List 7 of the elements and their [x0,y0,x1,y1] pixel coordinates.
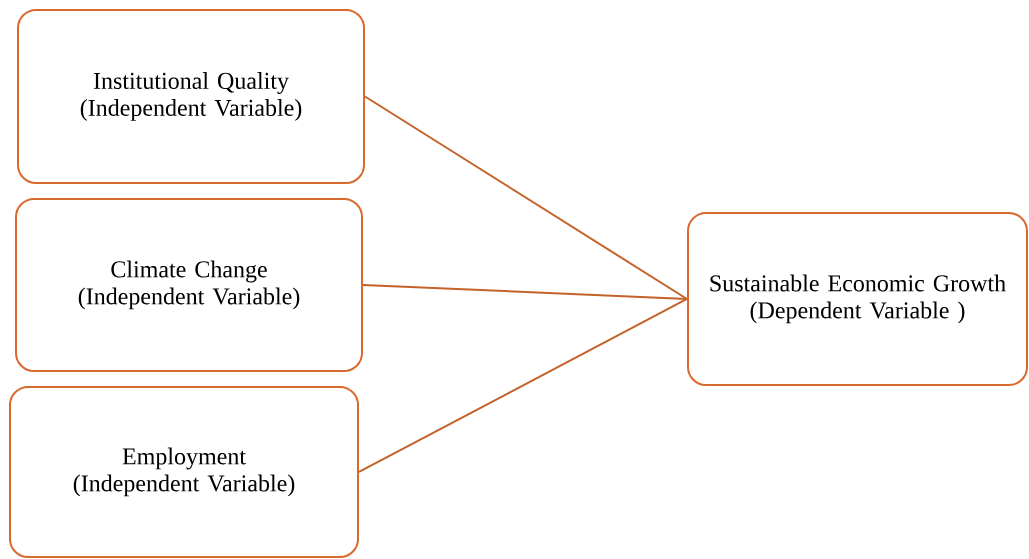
variable-box: Employment (Independent Variable) [9,386,359,558]
variable-box: Climate Change (Independent Variable) [15,198,363,372]
connector-line [358,298,688,473]
variable-box: Sustainable Economic Growth (Dependent Variable ) [687,212,1028,386]
connector-line [362,284,688,300]
connector-line [364,95,688,300]
variable-box: Institutional Quality (Independent Variable) [17,9,365,184]
